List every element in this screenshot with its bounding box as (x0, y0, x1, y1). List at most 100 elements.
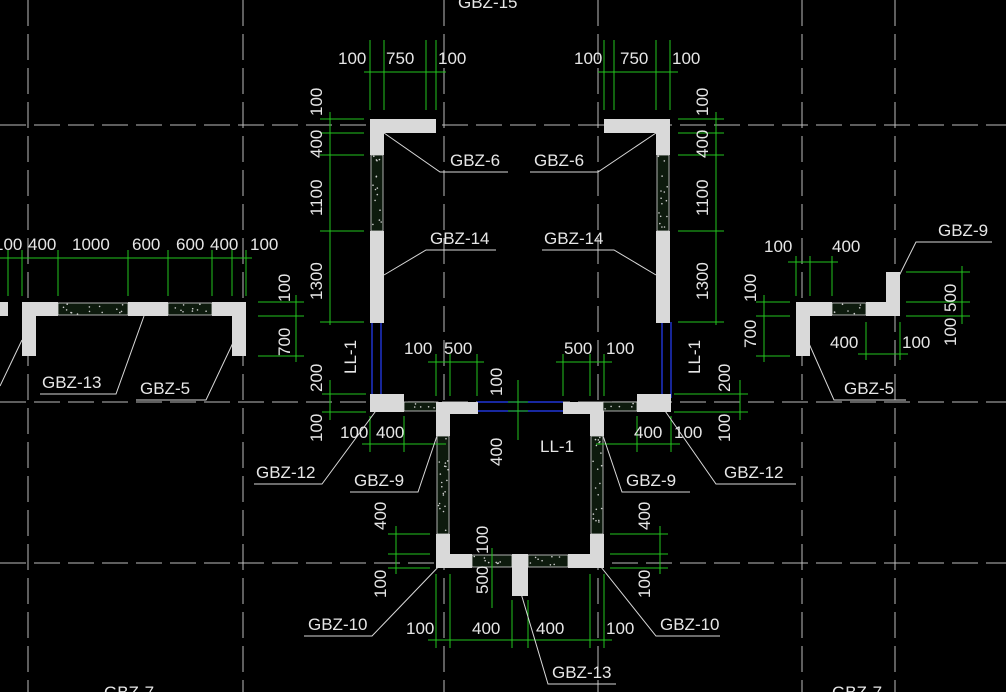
hatch-dot (858, 307, 861, 309)
tag-gbz10-right: GBZ-10 (660, 615, 720, 634)
column-gbz9-far-v (886, 272, 900, 316)
hatch-dot (444, 462, 447, 464)
hatch-dot (534, 556, 537, 559)
hatch-dot (598, 519, 600, 522)
tag-gbz9-far: GBZ-9 (938, 221, 988, 240)
tag-gbz9-left: GBZ-9 (354, 471, 404, 490)
hatch-dot (375, 176, 378, 178)
column-gbz5-left-v (232, 302, 246, 356)
hatch-dot (372, 184, 374, 186)
hatch-dot (446, 479, 448, 482)
tag-gbz13-left: GBZ-13 (42, 373, 102, 392)
hatch-dot (604, 408, 606, 410)
dim-text: 100 (764, 237, 792, 256)
hatch-dot (433, 407, 435, 409)
hatch-dot (658, 212, 660, 214)
column-gbz6-right-v (656, 119, 670, 155)
hatch-dot (597, 439, 600, 441)
hatch-dot (599, 440, 601, 443)
hatch-dot (592, 517, 595, 520)
dim-text: 750 (386, 49, 414, 68)
wall-left-upper (370, 154, 384, 232)
dim-text: 400 (830, 333, 858, 352)
column-gbz6-left (370, 119, 436, 133)
wall-lower-bottom-right (527, 554, 569, 568)
column-left-edge (0, 302, 8, 316)
hatch-dot (499, 561, 502, 563)
hatch-dot (442, 494, 445, 496)
hatch-dot (182, 311, 184, 313)
dim-text: 1100 (693, 179, 712, 216)
tag-gbz6-right: GBZ-6 (534, 151, 584, 170)
hatch-dot (199, 303, 201, 306)
hatch-dot (610, 405, 612, 408)
dim-text: 400 (28, 235, 56, 254)
hatch-dot (660, 190, 662, 192)
dim-text: 400 (634, 423, 662, 442)
leader-gbz14-left (383, 249, 496, 276)
hatch-dot (599, 482, 601, 485)
dim-text: 100 (250, 235, 278, 254)
hatch-dot (600, 464, 603, 467)
hatch-dot (438, 502, 441, 505)
tag-gbz7-bottom-left: GBZ-7 (104, 683, 154, 692)
dim-text: 400 (307, 130, 326, 158)
column-gbz13-bottom (512, 554, 528, 596)
dim-text: 100 (715, 414, 734, 442)
wall-right-upper (656, 154, 670, 232)
hatch-dot (414, 403, 417, 405)
hatch-dot (444, 491, 446, 493)
tag-gbz13-bottom: GBZ-13 (552, 663, 612, 682)
hatch-dot (66, 303, 68, 306)
dim-text: 500 (473, 566, 492, 594)
hatch-dot (445, 437, 447, 440)
hatch-dot (661, 175, 663, 177)
hatch-dot (594, 487, 597, 489)
hatch-dot (62, 306, 65, 309)
hatch-dot (558, 556, 561, 558)
hatch-dot (495, 561, 498, 564)
hatch-dot (447, 468, 449, 471)
dim-text: 100 (338, 49, 366, 68)
tag-gbz14-left: GBZ-14 (430, 229, 490, 248)
dim-text: 400 (371, 502, 390, 530)
hatch-dot (446, 460, 449, 462)
hatch-dot (174, 307, 177, 309)
dim-text: 100 (307, 88, 326, 116)
hatch-dot (665, 199, 668, 202)
hatch-dot (88, 310, 91, 313)
hatch-dot (444, 529, 447, 532)
dim-text: 100 (635, 570, 654, 598)
hatch-dot (119, 311, 121, 314)
dim-text: 100 (473, 526, 492, 554)
hatch-dot (598, 521, 600, 523)
hatch-dot (600, 452, 602, 454)
leader-gbz10-right (596, 561, 720, 637)
hatch-dot (853, 312, 856, 315)
hatch-dot (191, 307, 194, 310)
hatch-dot (473, 555, 476, 558)
dim-text: 500 (564, 339, 592, 358)
leader-gbz12-right (662, 407, 796, 485)
hatch-dot (631, 406, 633, 408)
dim-text: 100 (406, 619, 434, 638)
dim-text: 100 (606, 339, 634, 358)
hatch-dot (663, 226, 666, 228)
hatch-dot (443, 465, 446, 468)
dim-text: 400 (832, 237, 860, 256)
wall-lower-left (436, 435, 450, 535)
dim-text: 1100 (307, 179, 326, 216)
hatch-dots (62, 155, 862, 566)
hatch-dot (376, 159, 378, 162)
leader-left-edge (0, 339, 23, 387)
hatch-dot (439, 507, 441, 510)
hatch-dot (440, 481, 443, 484)
dim-text: 1000 (72, 235, 110, 254)
dimension-lines (0, 40, 970, 648)
dim-text: 100 (404, 339, 432, 358)
dim-text: 200 (307, 364, 326, 392)
hatch-dot (378, 158, 381, 161)
tag-ll1-right: LL-1 (685, 340, 704, 374)
hatch-dot (596, 468, 599, 471)
